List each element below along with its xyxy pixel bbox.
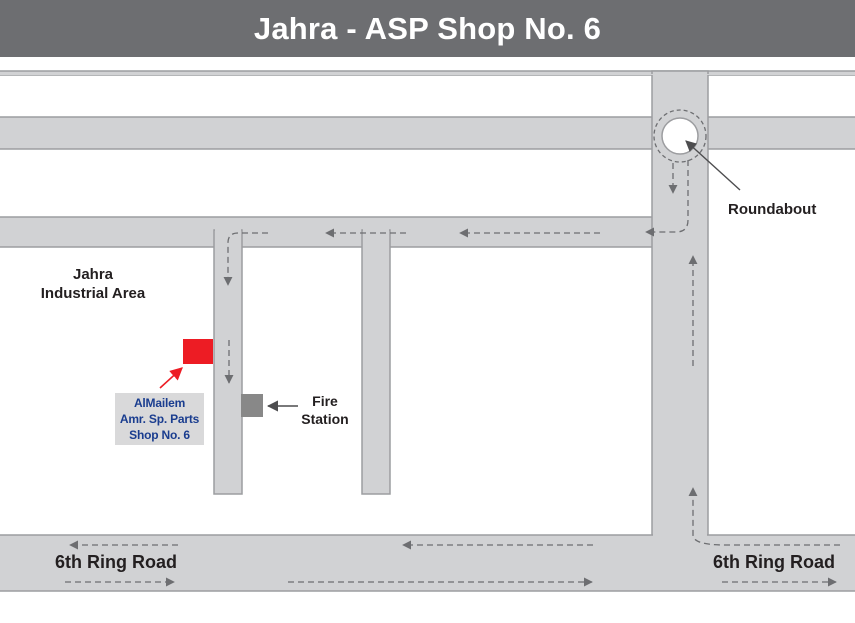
roundabout-label: Roundabout	[728, 201, 817, 218]
page-title: Jahra - ASP Shop No. 6	[0, 0, 855, 57]
shop-label-line: AlMailem	[133, 396, 186, 410]
fire-station-label: Fire Station	[296, 393, 354, 428]
industrial-area-label-line: Jahra	[72, 266, 114, 283]
road-middle	[0, 216, 701, 248]
roundabout	[653, 109, 707, 163]
industrial-area-label: Jahra Industrial Area	[33, 266, 153, 304]
road-network	[0, 70, 855, 592]
shop-pointer-arrow	[159, 367, 183, 389]
route-arrows	[65, 160, 840, 587]
roundabout-pointer-arrow	[685, 140, 741, 191]
shop-label-line: Shop No. 6	[129, 428, 190, 442]
road-upper	[0, 116, 855, 150]
ring-road-label-right: 6th Ring Road	[713, 552, 835, 572]
shop-marker[interactable]	[183, 339, 213, 364]
road-side-street-2	[361, 229, 391, 495]
route-arrow	[223, 232, 268, 286]
route-arrow	[645, 160, 689, 237]
shop-label[interactable]: AlMailem Amr. Sp. Parts Shop No. 6	[115, 393, 204, 445]
shop-label-line: Amr. Sp. Parts	[119, 412, 200, 426]
ring-road-label-left: 6th Ring Road	[55, 552, 177, 572]
fire-station-label-line: Fire	[312, 393, 338, 409]
road-side-street-1	[213, 229, 243, 495]
industrial-area-label-line: Industrial Area	[40, 284, 146, 302]
fire-station-marker[interactable]	[241, 394, 263, 417]
route-arrow	[688, 487, 840, 546]
fire-station-label-line: Station	[301, 410, 349, 427]
road-6th-ring-road	[0, 534, 855, 592]
